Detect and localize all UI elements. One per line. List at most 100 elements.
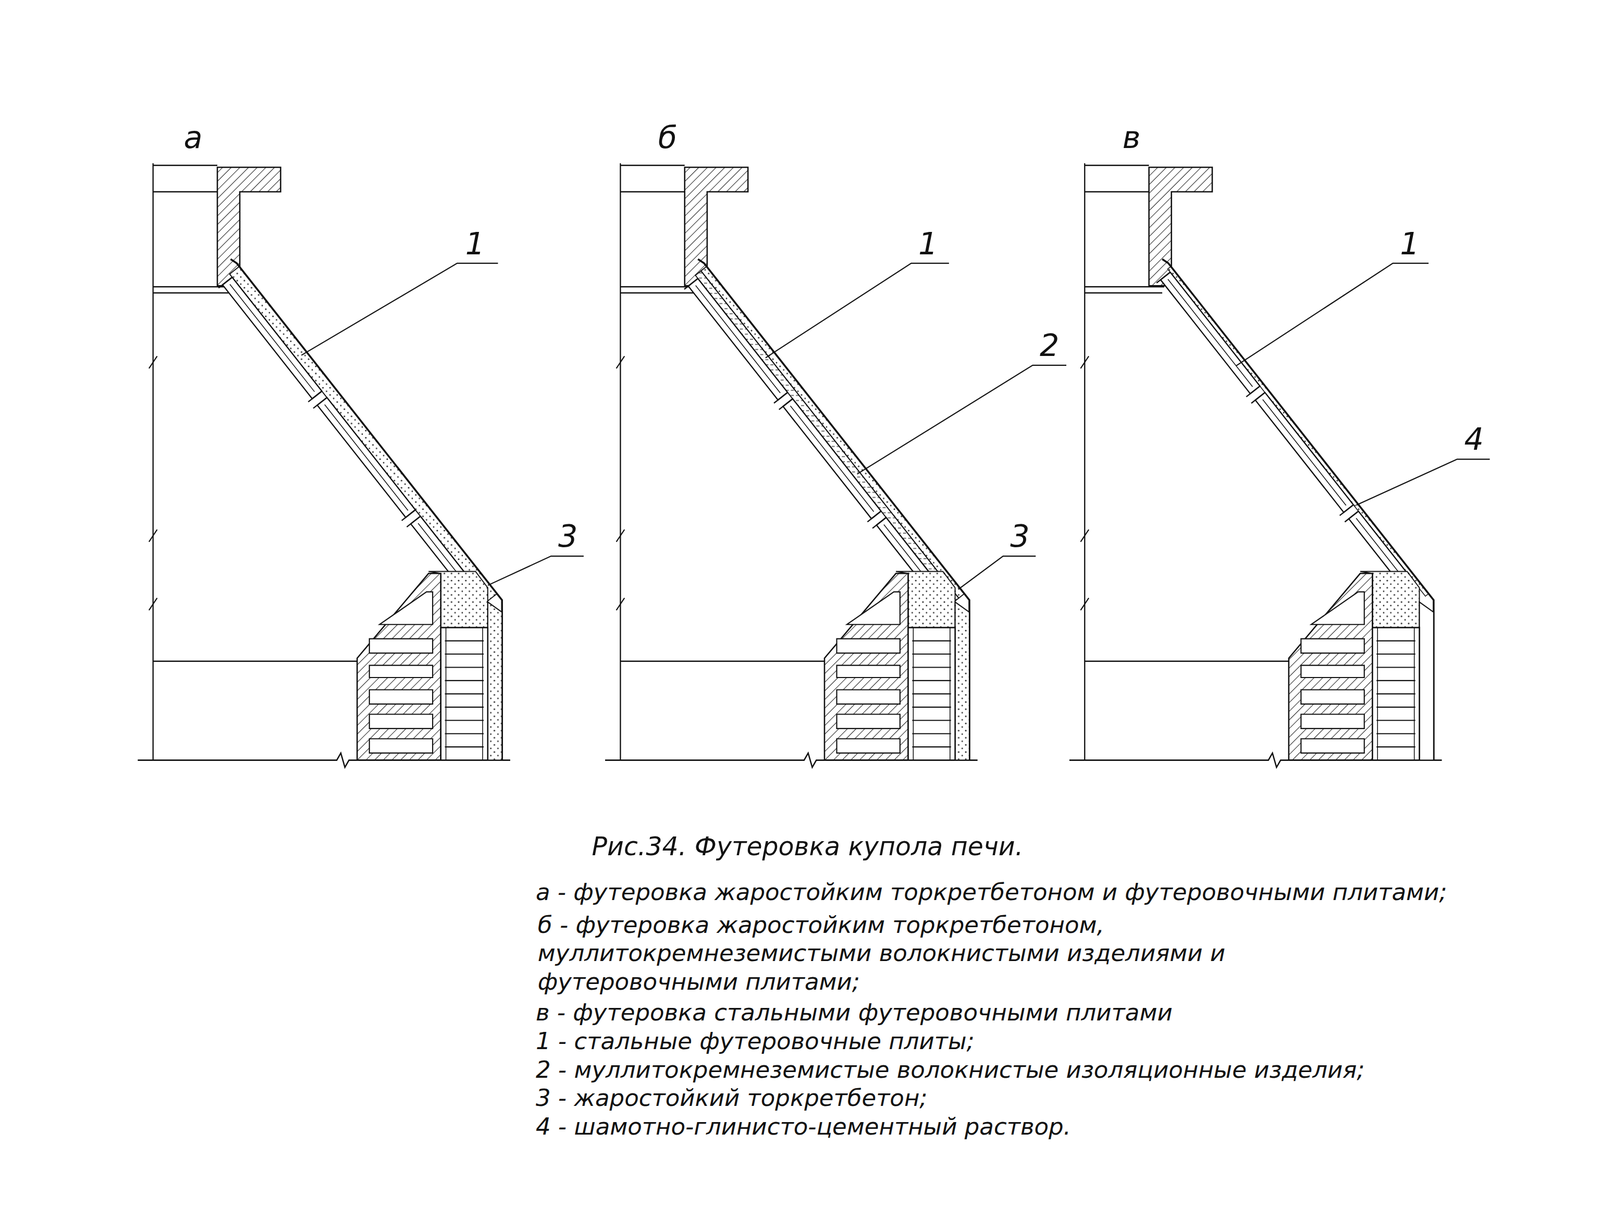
brick-joint [1376,640,1415,642]
panel-drawing [1069,163,1443,768]
mortar-layer [1167,266,1429,597]
axis-line [619,163,621,760]
steel-plate [317,397,416,518]
plate-hook [1251,392,1265,404]
brick-cell [369,690,433,705]
brick-cell [1300,739,1364,754]
break-mark [616,529,625,542]
leader-line [765,263,950,358]
plate-hook [406,516,421,528]
panel-letter: б [658,122,678,154]
top-line [620,191,685,193]
brick-masonry [1288,573,1373,760]
legend-line: в - футеровка стальными футеровочными пл… [535,998,1173,1027]
plate-hook [773,392,788,404]
legend-line: 1 - стальные футеровочные плиты; [535,1026,975,1056]
plate-rib [229,284,315,392]
callout-number: 4 [1464,424,1484,455]
brick-column [1372,627,1420,761]
brick-joint [445,666,484,668]
plate-hook [308,391,322,403]
shell-line [230,259,502,760]
roof-wall [217,167,281,286]
brick-joint [1376,706,1415,708]
brick-cell [369,739,433,754]
brick-void [379,592,433,625]
brick-cell [1300,665,1364,678]
brick-joint [949,627,951,761]
brick-masonry [357,573,441,760]
plate-hook [401,509,416,521]
plate-rib [695,285,781,393]
break-mark [149,355,158,368]
level-line [1084,660,1289,662]
level-line [620,660,825,662]
brick-joint [445,640,484,642]
plate-hook [684,278,698,290]
brick-column [908,627,956,761]
brick-masonry [824,573,909,760]
brick-cell [836,714,900,729]
brick-joint [1413,627,1415,761]
plate-hook [1344,511,1359,523]
callout-number: 1 [1399,228,1420,260]
brick-joint [912,666,951,668]
brick-joint [1376,680,1415,682]
brick-cell [836,739,900,754]
shell-line [697,259,970,760]
plate-rib [790,405,875,512]
brick-joint [1376,653,1415,655]
steel-plate [1255,392,1354,513]
legend-line: а - футеровка жаростойким торкретбетоном… [535,877,1448,907]
break-mark [1080,597,1089,610]
ring-line [153,292,231,294]
fiber-insulation [695,271,959,603]
legend-line: 2 - муллитокремнеземистые волокнистые из… [535,1054,1365,1084]
brick-cell [1300,638,1364,654]
brick-joint [1376,693,1415,695]
top-line [1084,164,1149,167]
callout-number: 1 [918,228,938,260]
plate-rib [1262,399,1347,506]
panel-letter: в [1122,122,1141,154]
leader-line [857,365,1067,475]
callout-number: 3 [558,521,578,552]
brick-joint [1376,719,1415,721]
leader-line [301,263,498,356]
callout-number: 1 [465,228,485,260]
panel-drawing [605,163,978,768]
ring-line [1084,286,1165,288]
legend-line: 4 - шамотно-глинисто-цементный раствор. [535,1112,1072,1141]
brick-joint [445,719,484,721]
top-line [1084,191,1149,193]
brick-joint [445,706,484,708]
plate-hook [872,517,886,529]
brick-joint [912,719,951,721]
top-line [620,164,685,167]
brick-joint [912,746,951,748]
panel-drawing [137,163,511,768]
wall-lining [1419,601,1434,760]
brick-joint [445,653,484,655]
plate-hook [1246,386,1260,398]
brick-joint [912,733,951,735]
shell-line [1162,259,1434,760]
brick-cell [836,690,900,705]
brick-column [440,627,488,761]
plate-hook [1339,505,1354,516]
brick-joint [482,627,484,761]
axis-line [152,163,154,760]
break-mark [1080,355,1089,368]
ring-line [1084,292,1163,294]
brick-joint [912,693,951,695]
refractory-gunite [229,266,498,601]
brick-cell [836,638,900,654]
brick-void [846,592,901,625]
steel-plate [782,398,881,519]
brick-joint [912,640,951,642]
break-mark [1080,529,1089,542]
callout-number: 2 [1039,330,1060,362]
legend-line: 3 - жаростойкий торкретбетон; [535,1083,928,1113]
figure-caption: Рис.34. Футеровка купола печи. [592,832,1024,862]
